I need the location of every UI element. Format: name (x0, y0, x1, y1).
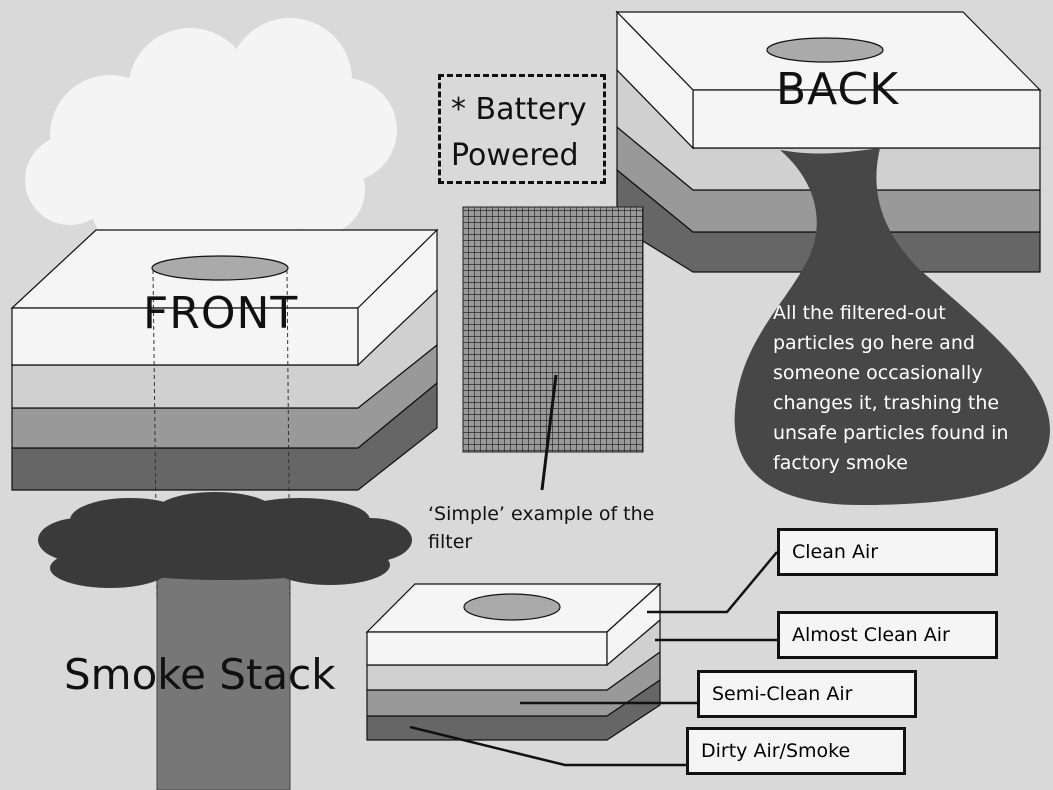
dirty-air-label: Dirty Air/Smoke (686, 727, 906, 775)
particle-bag (734, 148, 1050, 505)
leader-lines (409, 551, 778, 767)
almost-clean-air-label: Almost Clean Air (777, 611, 998, 659)
front-filter-box (10, 228, 439, 491)
smoke-stack-pipe (156, 544, 291, 790)
battery-line-1: * Battery (451, 92, 587, 127)
back-label: BACK (776, 64, 900, 115)
clean-air-label: Clean Air (777, 528, 998, 576)
back-filter-box (615, 10, 1042, 273)
caption-pointer (540, 374, 558, 491)
filter-caption: ‘Simple’ example of the filter (428, 503, 655, 553)
semi-clean-air-label: Semi-Clean Air (697, 670, 917, 718)
leader-dirty (409, 725, 686, 767)
bag-note: All the filtered-out particles go here a… (773, 302, 1009, 474)
front-label: FRONT (143, 288, 299, 339)
leader-clean (647, 551, 778, 614)
dark-smoke-cloud (38, 492, 412, 588)
layered-filter-box (365, 582, 662, 741)
filter-mesh (462, 206, 644, 453)
battery-note: * Battery Powered (438, 74, 606, 184)
smoke-stack-label: Smoke Stack (64, 650, 336, 699)
battery-line-2: Powered (451, 138, 579, 173)
